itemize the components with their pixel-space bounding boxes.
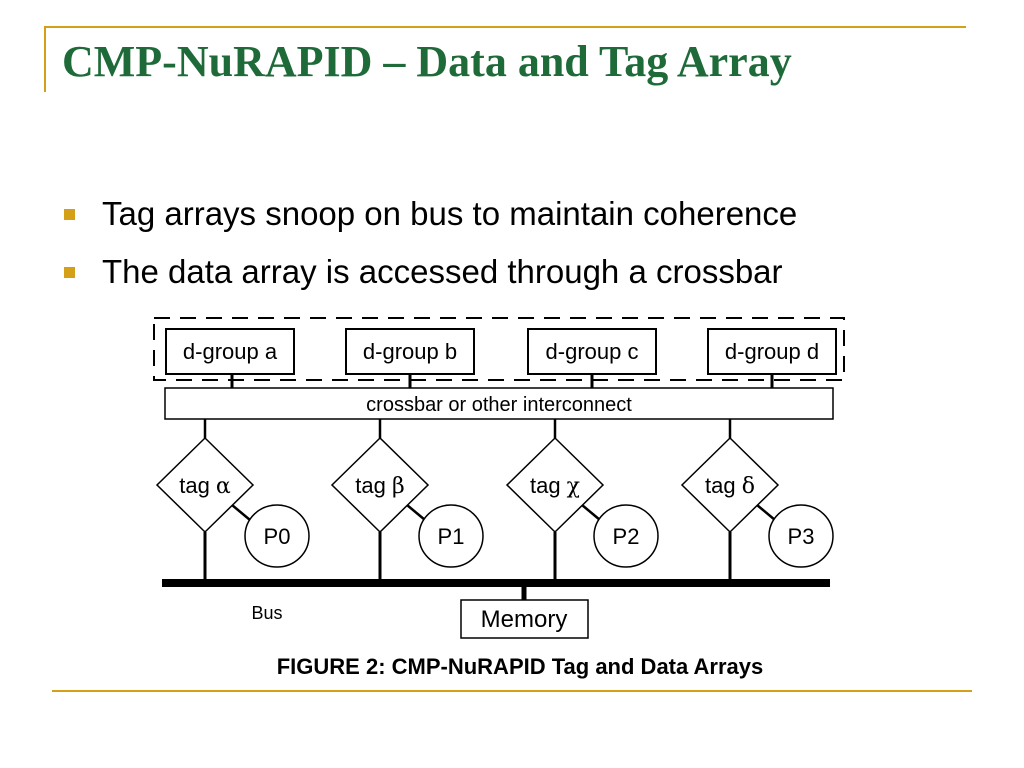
frame-line-bottom <box>52 690 972 692</box>
tag-label: tag χ <box>530 473 580 499</box>
tag-label: tag β <box>355 473 404 499</box>
tag-prefix: tag <box>179 473 216 498</box>
tag-prefix: tag <box>705 473 742 498</box>
tag-array-3: tag δ <box>680 436 780 534</box>
tag-bus-connectors <box>203 532 732 583</box>
bullet-list: Tag arrays snoop on bus to maintain cohe… <box>64 190 797 306</box>
processor-label: P0 <box>264 524 291 549</box>
processor-label: P2 <box>613 524 640 549</box>
crossbar-label: crossbar or other interconnect <box>366 394 632 416</box>
bullet-square-icon <box>64 267 75 278</box>
crossbar-connectors <box>203 419 732 438</box>
dgroup-enclosure <box>153 317 845 381</box>
crossbar: crossbar or other interconnect <box>164 387 834 420</box>
dgroup-c: d-group c <box>527 328 657 375</box>
slide-title: CMP-NuRAPID – Data and Tag Array <box>62 37 792 86</box>
tag-processor-connectors <box>231 504 776 521</box>
dgroup-connectors <box>230 374 774 388</box>
frame-line-top <box>44 26 966 28</box>
memory-label: Memory <box>481 606 568 633</box>
figure-caption: FIGURE 2: CMP-NuRAPID Tag and Data Array… <box>277 654 764 679</box>
tag-label: tag δ <box>705 473 755 499</box>
dgroup-label: d-group c <box>546 339 639 364</box>
bullet-item: The data array is accessed through a cro… <box>64 248 797 306</box>
processor-1: P1 <box>418 504 484 568</box>
dgroup-label: d-group a <box>183 339 278 364</box>
dgroup-b: d-group b <box>345 328 475 375</box>
processor-0: P0 <box>244 504 310 568</box>
dgroup-label: d-group d <box>725 339 819 364</box>
tag-label: tag α <box>179 473 231 499</box>
bus-label: Bus <box>251 603 282 623</box>
bullet-text: The data array is accessed through a cro… <box>102 253 783 290</box>
bus-line <box>162 579 830 587</box>
tag-symbol: χ <box>567 474 580 499</box>
tag-array-2: tag χ <box>505 436 605 534</box>
dgroup-d: d-group d <box>707 328 837 375</box>
memory-box: Memory <box>460 599 589 639</box>
bullet-item: Tag arrays snoop on bus to maintain cohe… <box>64 190 797 248</box>
processor-3: P3 <box>768 504 834 568</box>
tag-symbol: δ <box>742 474 755 499</box>
tag-symbol: β <box>392 474 405 499</box>
dgroup-a: d-group a <box>165 328 295 375</box>
processor-label: P3 <box>788 524 815 549</box>
tag-array-0: tag α <box>155 436 255 534</box>
dgroup-label: d-group b <box>363 339 457 364</box>
tag-prefix: tag <box>530 473 567 498</box>
bullet-text: Tag arrays snoop on bus to maintain cohe… <box>102 195 798 232</box>
frame-line-left <box>44 26 46 92</box>
processor-label: P1 <box>438 524 465 549</box>
tag-symbol: α <box>216 474 231 499</box>
processor-2: P2 <box>593 504 659 568</box>
bullet-square-icon <box>64 209 75 220</box>
tag-prefix: tag <box>355 473 392 498</box>
tag-array-1: tag β <box>330 436 430 534</box>
